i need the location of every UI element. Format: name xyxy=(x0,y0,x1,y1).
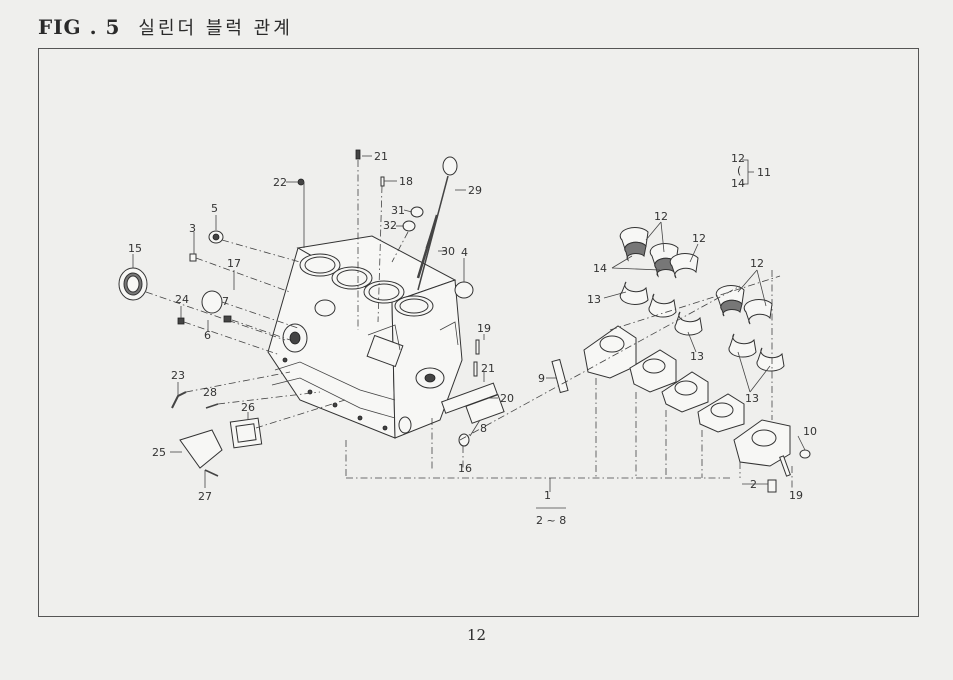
callout-3: 3 xyxy=(189,222,196,235)
callout-21-b: 21 xyxy=(481,362,495,375)
plug-17 xyxy=(201,290,223,314)
cover-25 xyxy=(179,429,223,469)
bearing-shells-13 xyxy=(619,281,785,372)
callout-15: 15 xyxy=(128,242,142,255)
callout-16: 16 xyxy=(458,462,472,475)
cap-5 xyxy=(208,230,224,244)
callout-20: 20 xyxy=(500,392,514,405)
bolt-28 xyxy=(205,403,219,409)
oil-seal-15 xyxy=(118,267,148,301)
callout-27: 27 xyxy=(198,490,212,503)
callout-25: 25 xyxy=(152,446,166,459)
callout-labels: 1 2 ~ 8 2 3 4 5 6 7 8 9 10 11 12 ( 14 12… xyxy=(128,150,817,527)
callout-11: 11 xyxy=(757,166,771,179)
bearing-housing-2 xyxy=(629,349,677,393)
figure-number: FIG . 5 xyxy=(38,15,121,39)
callout-10: 10 xyxy=(803,425,817,438)
clip-32 xyxy=(402,220,416,232)
page-number: 12 xyxy=(466,626,487,644)
bearing-housing-4 xyxy=(697,393,745,433)
callout-13-a: 13 xyxy=(587,293,601,306)
callout-9: 9 xyxy=(538,372,545,385)
callout-13-b: 13 xyxy=(690,350,704,363)
callout-29: 29 xyxy=(468,184,482,197)
plug-3 xyxy=(189,253,197,262)
callout-28: 28 xyxy=(203,386,217,399)
callout-26: 26 xyxy=(241,401,255,414)
legend-tilde: ( xyxy=(737,164,741,177)
callout-8: 8 xyxy=(480,422,487,435)
callout-32: 32 xyxy=(383,219,397,232)
bearing-shells-12 xyxy=(715,285,773,325)
oring-31 xyxy=(410,206,424,218)
callout-1: 1 xyxy=(544,489,551,502)
pipe-23 xyxy=(171,391,187,409)
plug-10 xyxy=(799,449,811,459)
plug-16 xyxy=(458,433,470,447)
callout-30: 30 xyxy=(441,245,455,258)
callout-4: 4 xyxy=(461,246,468,259)
diagram-frame xyxy=(38,48,919,617)
callout-21-a: 21 xyxy=(374,150,388,163)
bolt-2 xyxy=(767,479,777,493)
callout-18: 18 xyxy=(399,175,413,188)
figure-title: FIG . 5 실린더 블럭 관계 xyxy=(38,14,293,40)
bolt-27 xyxy=(204,469,219,477)
callout-17: 17 xyxy=(227,257,241,270)
callout-24: 24 xyxy=(175,293,189,306)
thrust-bearings-14 xyxy=(619,227,699,279)
callout-5: 5 xyxy=(211,202,218,215)
pin-18 xyxy=(380,176,385,187)
plate-9 xyxy=(551,358,569,394)
stud-21 xyxy=(473,361,478,377)
plug-22 xyxy=(297,178,305,186)
dipstick-30 xyxy=(416,214,439,279)
plug-4 xyxy=(454,281,474,299)
bolt-19-right xyxy=(779,455,791,477)
bearing-housing-3 xyxy=(661,371,709,413)
callout-12-b: 12 xyxy=(692,232,706,245)
callout-7: 7 xyxy=(222,295,229,308)
bearing-housing-rear xyxy=(583,325,637,379)
tube-8 xyxy=(465,394,505,424)
callout-19-a: 19 xyxy=(477,322,491,335)
callout-12-legend: 12 xyxy=(731,152,745,165)
gasket-26 xyxy=(229,417,263,449)
callout-14: 14 xyxy=(593,262,607,275)
callout-2-8: 2 ~ 8 xyxy=(536,514,566,527)
callout-12-a: 12 xyxy=(654,210,668,223)
callout-23: 23 xyxy=(171,369,185,382)
figure-title-korean: 실린더 블럭 관계 xyxy=(138,18,293,39)
cylinder-block xyxy=(267,235,463,439)
callout-19-b: 19 xyxy=(789,489,803,502)
plug-24 xyxy=(177,317,185,325)
dipstick-guide-29 xyxy=(417,156,458,291)
leader-lines xyxy=(132,155,806,509)
bearing-housing-front xyxy=(733,419,791,467)
callout-12-c: 12 xyxy=(750,257,764,270)
callout-14-legend: 14 xyxy=(731,177,745,190)
callout-31: 31 xyxy=(391,204,405,217)
stud-19 xyxy=(475,339,480,355)
callout-6: 6 xyxy=(204,329,211,342)
callout-22: 22 xyxy=(273,176,287,189)
callout-2: 2 xyxy=(750,478,757,491)
callout-13-c: 13 xyxy=(745,392,759,405)
bolt-21-top xyxy=(355,149,361,160)
